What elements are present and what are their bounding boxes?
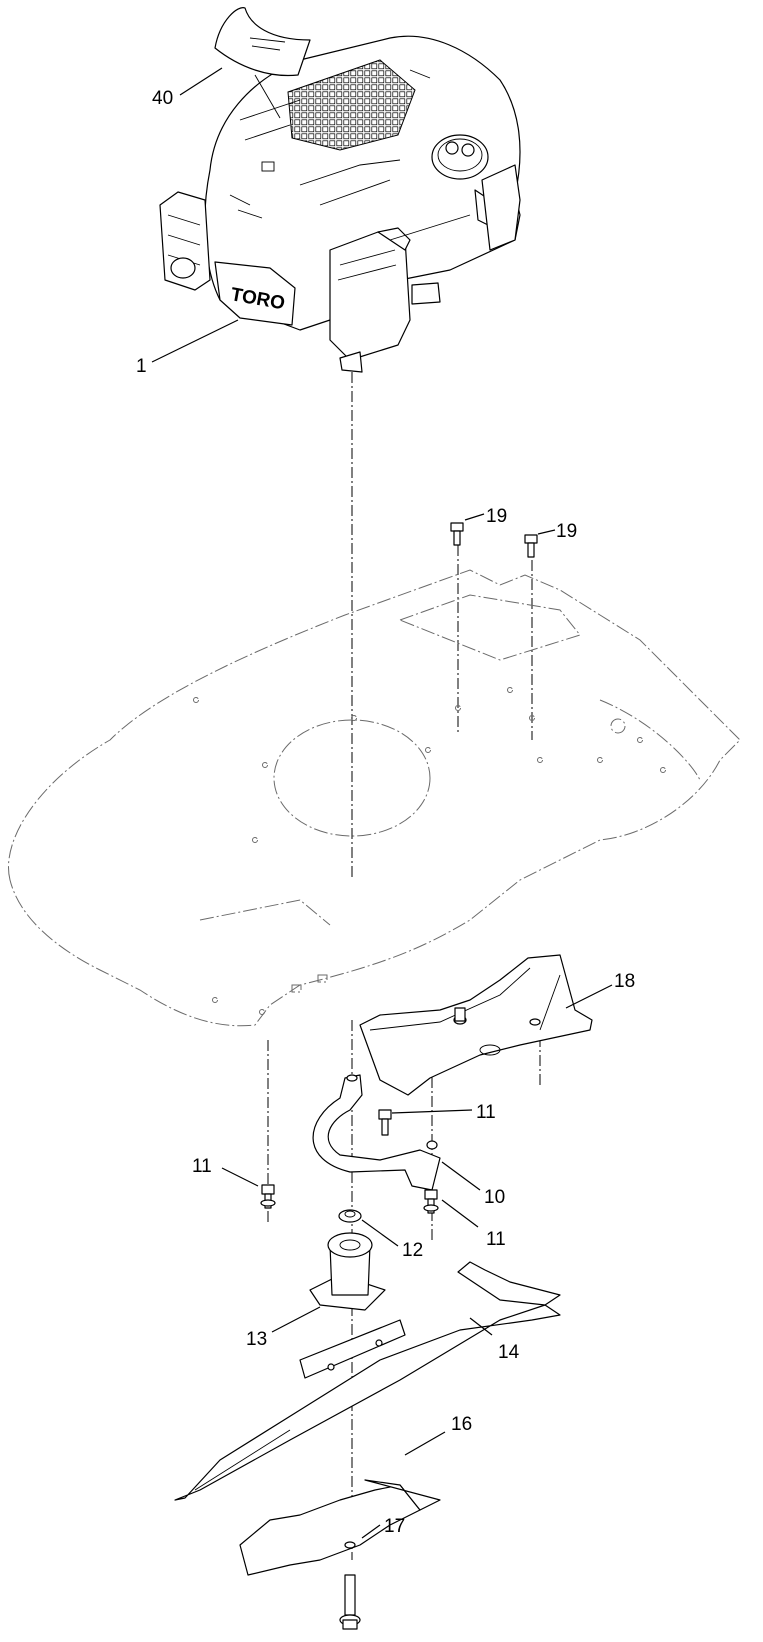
mower-deck-phantom [8,569,741,1027]
bolt-19-right [524,534,538,558]
blade-bolt [339,1574,361,1630]
callout-14: 14 [498,1342,520,1363]
callout-16: 16 [451,1414,472,1435]
callout-13: 13 [246,1329,267,1350]
callout-11-lower: 11 [486,1229,506,1250]
center-lines [267,372,541,1560]
callout-19-left: 19 [486,506,507,527]
callout-12: 12 [402,1240,423,1261]
blade-stiffener [239,1479,441,1576]
blade-adapter [309,1232,386,1311]
mower-blade [174,1261,561,1501]
callout-11-upper: 11 [476,1102,496,1123]
callout-1: 1 [136,356,147,377]
callout-labels: 40 1 19 19 18 11 11 10 11 12 13 14 16 17 [136,88,635,1537]
callout-11-left: 11 [192,1156,212,1177]
engine: TORO [159,35,521,373]
decal-sheet [214,7,311,119]
leader-lines [151,67,613,1539]
bolt-19-left [450,522,464,546]
callout-18: 18 [614,971,635,992]
washer [338,1209,362,1223]
blade-brake-bracket [312,1074,441,1191]
callout-10: 10 [484,1187,505,1208]
baffle [359,954,593,1096]
callout-17: 17 [384,1516,405,1537]
callout-19-right: 19 [556,521,577,542]
bolt-11-left [260,1184,276,1209]
callout-40: 40 [152,88,173,109]
bolt-11-lower [423,1189,439,1214]
bolt-11-upper [378,1109,392,1136]
